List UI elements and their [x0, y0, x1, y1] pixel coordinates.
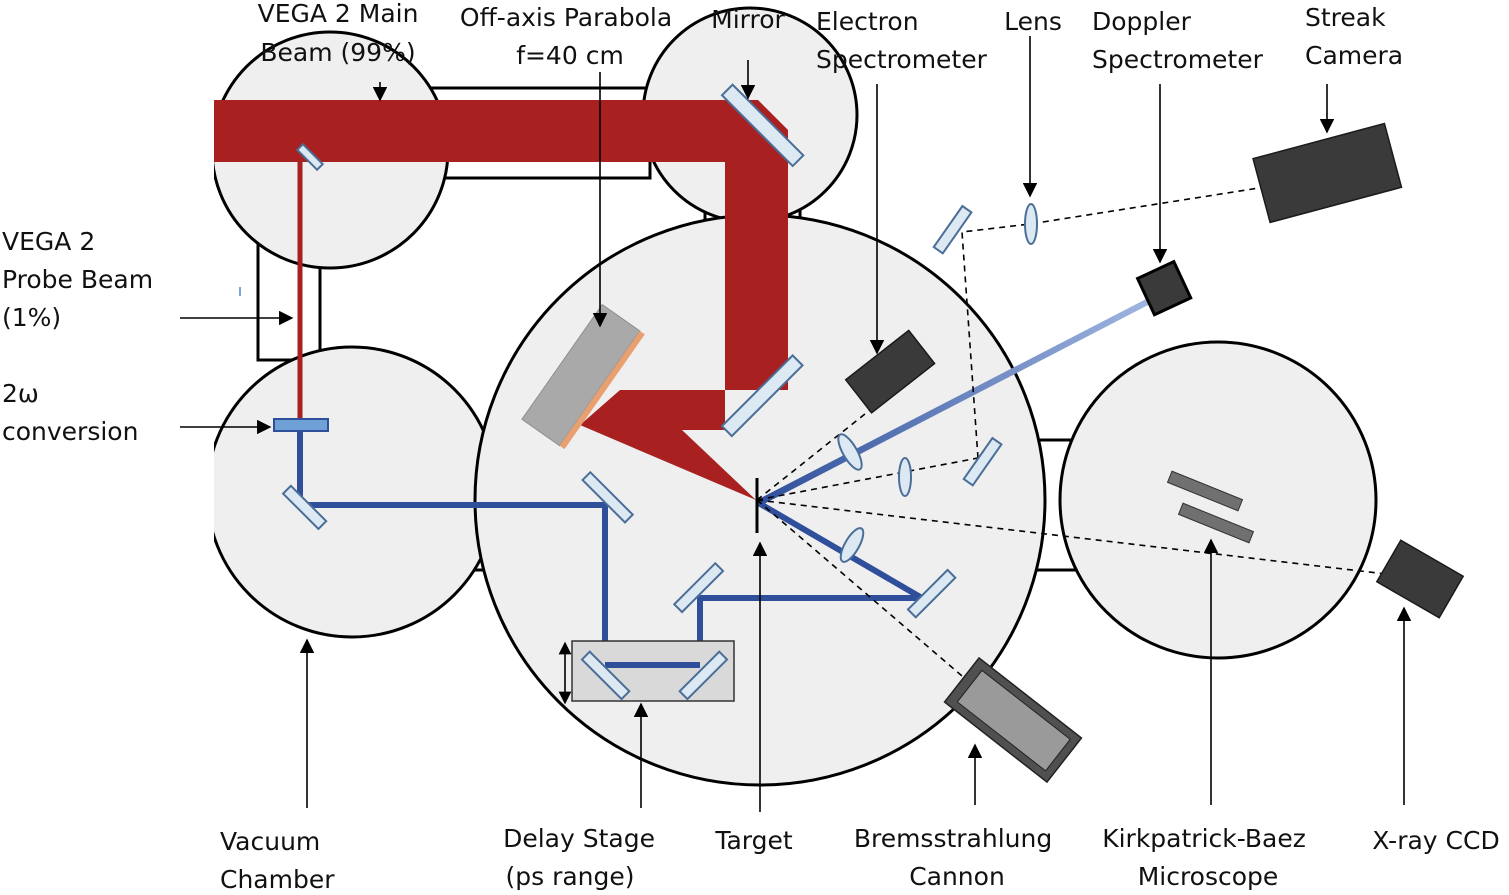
- main-beam-path: [214, 100, 788, 500]
- mirror-top: [720, 83, 805, 168]
- label-main-beam: VEGA 2 Main Beam (99%): [258, 0, 427, 67]
- lens-electron: [837, 433, 863, 471]
- lens-bremsstrahlung: [898, 457, 912, 497]
- diagnostic-lines: [756, 184, 1421, 701]
- mirror-probe-1: [581, 470, 635, 524]
- label-parabola: Off-axis Parabola f=40 cm: [460, 3, 680, 70]
- label-xray-ccd: X-ray CCD: [1372, 826, 1499, 855]
- lens-probe: [839, 527, 865, 563]
- label-bremsstrahlung: Bremsstrahlung Cannon: [854, 824, 1060, 891]
- mirror-probe-2: [672, 561, 725, 614]
- pickoff-mirror: [295, 142, 325, 172]
- label-conversion: 2ω conversion: [2, 379, 138, 446]
- delay-stage: [558, 640, 735, 705]
- mirror-probe-return: [906, 568, 957, 619]
- vacuum-chamber-left: [214, 345, 499, 639]
- delay-mirror-left: [580, 650, 631, 701]
- mirror-main-turn: [720, 354, 804, 438]
- delay-mirror-right: [678, 650, 729, 701]
- label-streak-camera: Streak Camera: [1305, 3, 1403, 70]
- kb-mirror-2: [1177, 502, 1255, 544]
- mirror-streak-2: [962, 436, 1003, 487]
- streak-camera-box: [1252, 122, 1403, 224]
- lens-streak: [1024, 203, 1038, 245]
- label-probe-beam: VEGA 2 Probe Beam (1%): [2, 227, 161, 332]
- label-doppler-spectrometer: Doppler Spectrometer: [1092, 7, 1264, 74]
- label-mirror: Mirror: [711, 5, 785, 34]
- mirror-streak-1: [932, 204, 973, 255]
- main-beam: [214, 100, 788, 500]
- pointer-arrows: [180, 36, 1412, 812]
- detectors: [844, 122, 1465, 784]
- xray-ccd-box: [1375, 539, 1465, 619]
- mirror-left-chamber: [281, 484, 328, 531]
- parabola-coating: [559, 330, 645, 450]
- label-electron-spectrometer: Electron Spectrometer: [816, 7, 988, 74]
- doppler-spectrometer-box: [1135, 259, 1193, 317]
- label-vacuum-chamber: Vacuum Chamber: [220, 827, 335, 894]
- electron-spectrometer-box: [844, 329, 936, 414]
- off-axis-parabola: [521, 303, 645, 450]
- label-delay-stage: Delay Stage (ps range): [503, 824, 663, 891]
- optics: [273, 83, 1038, 619]
- label-target: Target: [714, 826, 793, 855]
- kb-mirror-1: [1166, 470, 1244, 512]
- label-lens: Lens: [1004, 7, 1062, 36]
- bremsstrahlung-cannon: [943, 656, 1083, 784]
- conversion-crystal: [273, 418, 329, 432]
- label-kb-microscope: Kirkpatrick-Baez Microscope: [1102, 824, 1314, 891]
